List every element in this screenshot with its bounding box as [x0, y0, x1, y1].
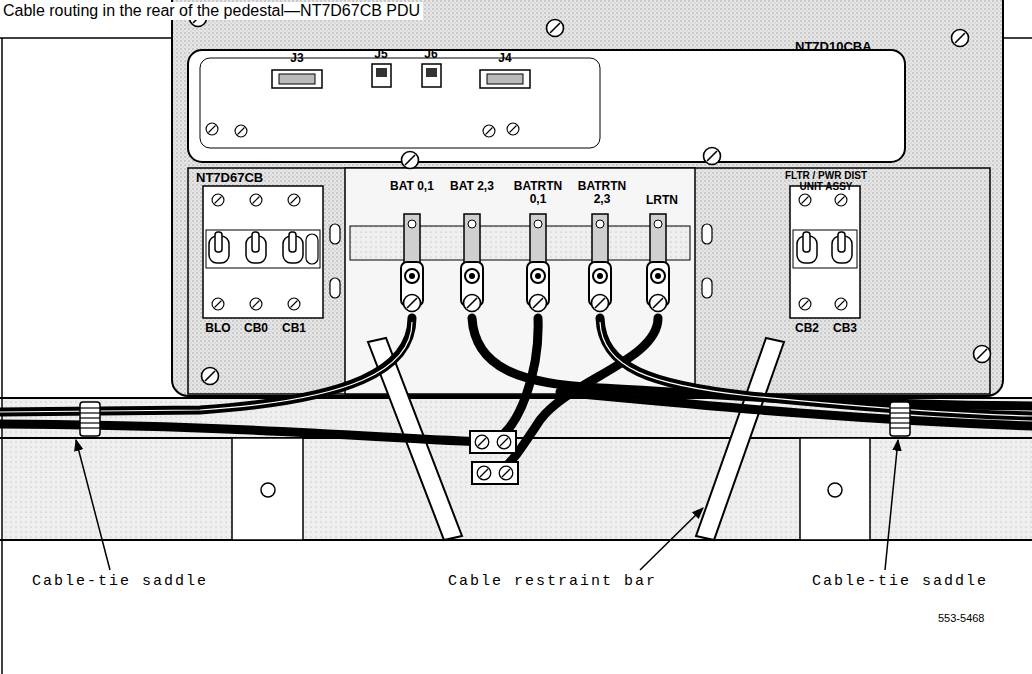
figure-title: Cable routing in the rear of the pedesta…	[3, 2, 423, 20]
terminal-label: BATRTN 0,1	[507, 180, 569, 206]
breaker-label: CB0	[244, 322, 268, 335]
terminal-label: BATRTN 2,3	[571, 180, 633, 206]
part-callout: Cable restraint bar	[448, 574, 657, 591]
terminal-label: LRTN	[642, 194, 682, 207]
connector-label: J5	[374, 48, 387, 61]
figure-number: 553-5468	[938, 612, 985, 624]
connector-label: J6	[424, 48, 437, 61]
connector-label: J3	[290, 52, 303, 65]
terminal-label: BAT 0,1	[388, 180, 436, 193]
part-callout: Cable-tie saddle	[812, 574, 988, 591]
connector-label: J4	[498, 52, 511, 65]
breaker-label: BLO	[205, 322, 230, 335]
panel-name: NT7D10CBA	[795, 40, 872, 54]
breaker-label: CB1	[282, 322, 306, 335]
breaker-label: CB3	[833, 322, 857, 335]
part-callout: Cable-tie saddle	[32, 574, 208, 591]
breaker-label: CB2	[795, 322, 819, 335]
unit-label: FLTR / PWR DIST UNIT ASSY	[774, 170, 878, 192]
terminal-label: BAT 2,3	[448, 180, 496, 193]
panel-name: NT7D67CB	[196, 171, 263, 185]
